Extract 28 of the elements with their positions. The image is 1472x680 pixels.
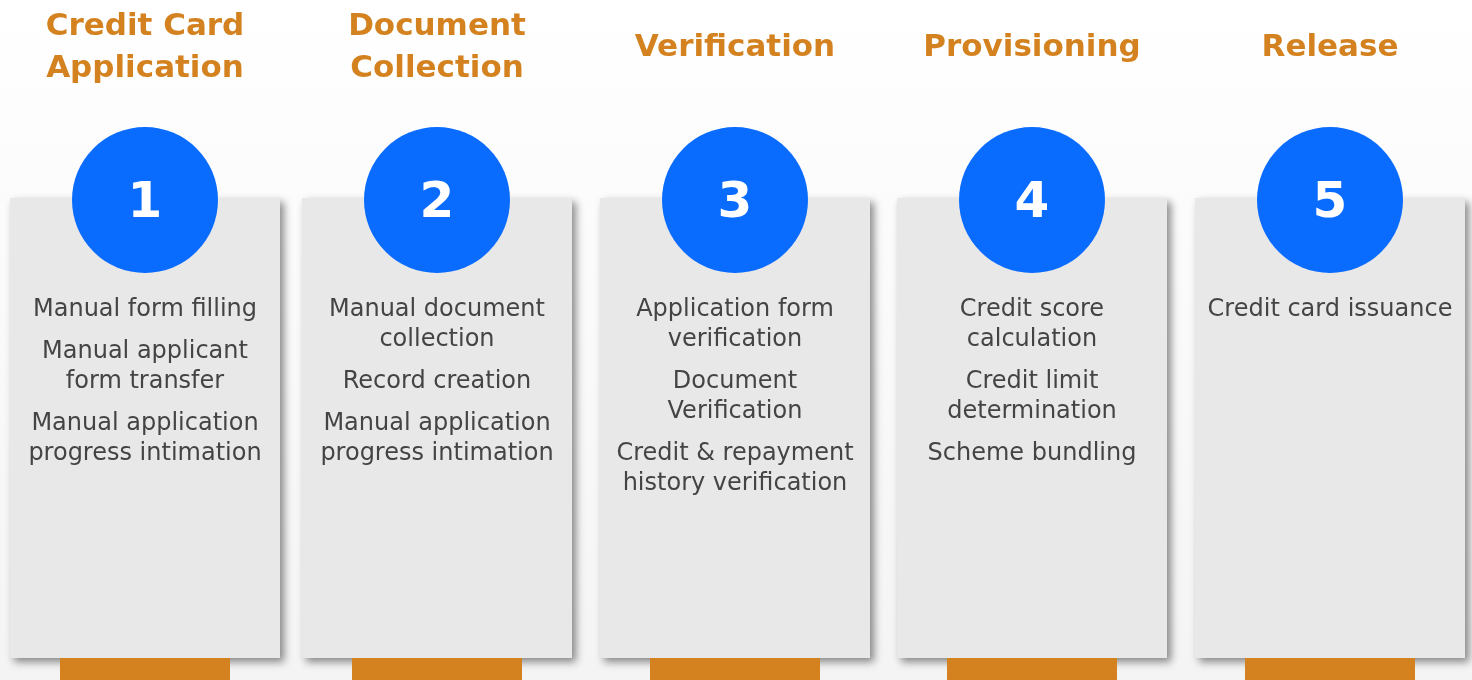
base-bar — [60, 658, 230, 680]
step-task: Credit limit determination — [946, 365, 1118, 425]
step-task: Scheme bundling — [926, 437, 1138, 467]
base-bar — [352, 658, 522, 680]
step-number: 1 — [127, 171, 163, 229]
step-title: Provisioning — [922, 26, 1142, 65]
base-bar — [650, 658, 820, 680]
base-bar — [1245, 658, 1415, 680]
step-task: Record creation — [341, 365, 533, 395]
step-number: 4 — [1014, 171, 1050, 229]
step-task: Credit score calculation — [958, 293, 1106, 353]
step-number: 3 — [717, 171, 753, 229]
step-title: Document Collection — [347, 5, 527, 86]
step-number: 2 — [419, 171, 455, 229]
step-task: Document Verification — [666, 365, 804, 425]
step-task: Manual application progress intimation — [27, 407, 263, 467]
step-task: Manual document collection — [328, 293, 546, 353]
step-title: Credit Card Application — [44, 5, 246, 86]
step-task: Application form verification — [635, 293, 835, 353]
step-task: Manual application progress intimation — [319, 407, 555, 467]
step-title: Verification — [633, 26, 837, 65]
step-task: Credit & repayment history verification — [615, 437, 855, 497]
base-bar — [947, 658, 1117, 680]
step-task: Manual applicant form transfer — [41, 335, 249, 395]
step-number: 5 — [1312, 171, 1348, 229]
step-title: Release — [1260, 26, 1400, 65]
step-task: Credit card issuance — [1206, 293, 1454, 323]
step-task: Manual form filling — [32, 293, 258, 323]
